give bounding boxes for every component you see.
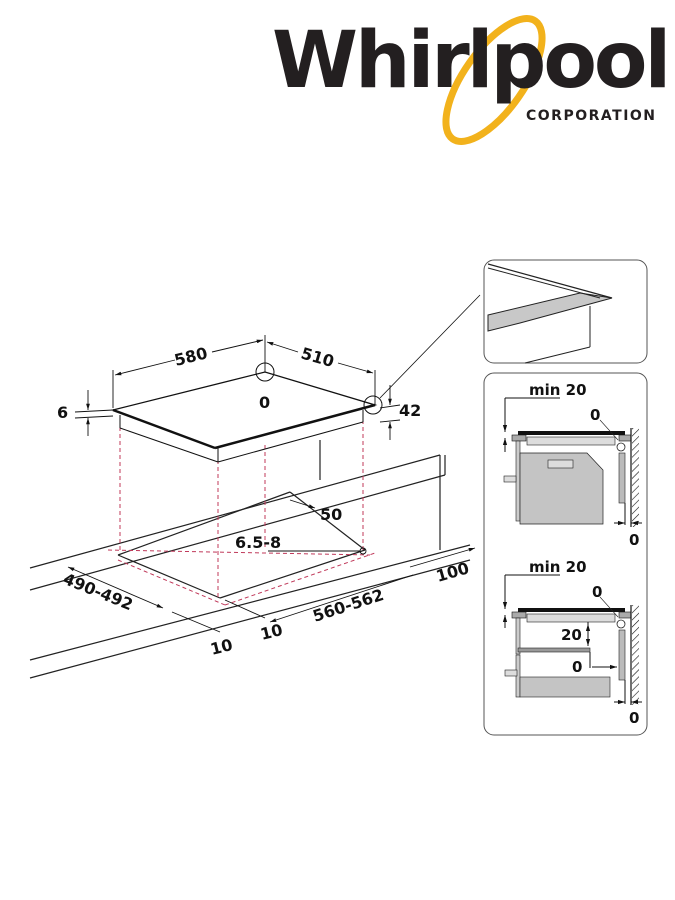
hob-glass xyxy=(110,294,481,463)
dim-490-492: 490-492 xyxy=(61,569,136,614)
drawer-top-gap-label: 0 xyxy=(592,583,602,601)
dim-10-b: 10 xyxy=(258,620,284,644)
dim-42: 42 xyxy=(399,401,421,420)
detail-edge-panel xyxy=(483,259,648,364)
dim-100: 100 xyxy=(434,558,471,585)
drawer-min-20-label: min 20 xyxy=(529,558,587,576)
logo-subtitle: CORPORATION xyxy=(526,108,657,124)
detail-drawer-panel: min 20 0 20 0 0 xyxy=(502,558,642,727)
dimension-lines xyxy=(67,335,476,633)
drawer-wall-gap-label: 0 xyxy=(629,709,639,727)
oven-min-20-label: min 20 xyxy=(529,381,587,399)
dim-560-562: 560-562 xyxy=(310,585,386,626)
countertop xyxy=(29,440,471,679)
dim-6.5-8: 6.5-8 xyxy=(235,533,281,552)
dim-10-a: 10 xyxy=(208,635,234,659)
drawer-shelf-gap-label: 20 xyxy=(561,626,582,644)
detail-oven-panel: min 20 0 0 xyxy=(483,372,648,736)
drawer-side-gap-label: 0 xyxy=(572,658,582,676)
oven-wall-gap-label: 0 xyxy=(629,531,639,549)
dim-580: 580 xyxy=(172,343,209,370)
dim-6: 6 xyxy=(57,403,68,422)
whirlpool-logo: Whirlpool CORPORATION xyxy=(262,12,672,152)
logo-wordmark: Whirlpool xyxy=(272,16,671,106)
cutout-dashed-lines xyxy=(107,420,376,606)
dim-corner-0: 0 xyxy=(259,393,270,412)
dim-50: 50 xyxy=(320,505,342,524)
dim-510: 510 xyxy=(299,344,336,371)
oven-top-gap-label: 0 xyxy=(590,406,600,424)
logo-ring-icon xyxy=(442,15,546,145)
